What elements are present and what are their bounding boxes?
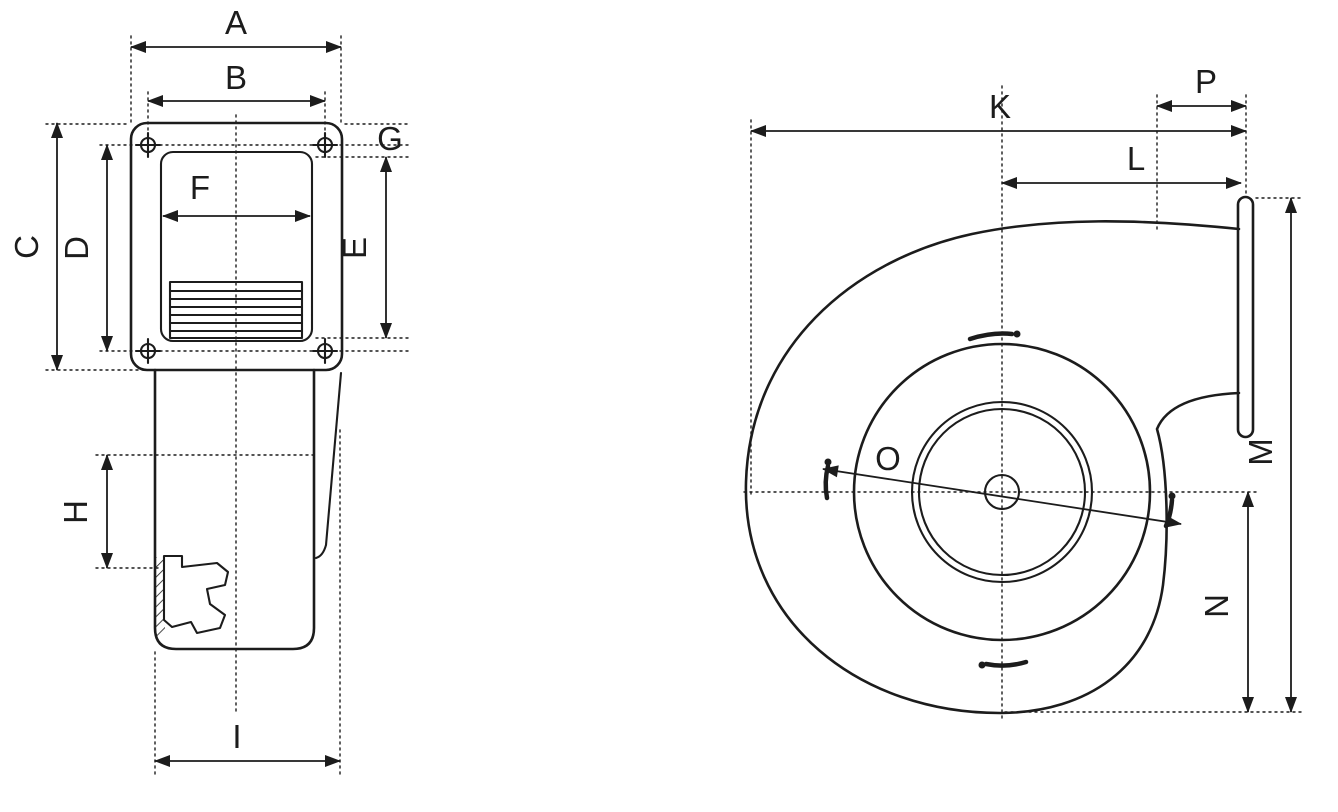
dim-b: B	[147, 59, 326, 107]
clip-dot	[824, 458, 832, 466]
dim-o: O	[822, 440, 1182, 528]
side-panel-edge	[314, 371, 343, 560]
vent-grille	[168, 280, 304, 340]
bolt-hole	[311, 131, 339, 159]
bracket-outline	[162, 554, 230, 635]
outlet-flange	[1236, 195, 1255, 439]
dim-label-b: B	[225, 59, 247, 96]
dim-label-a: A	[225, 4, 247, 41]
dim-h: H	[57, 454, 113, 569]
bolt-hole	[134, 337, 162, 365]
dim-label-p: P	[1195, 63, 1217, 100]
dim-p: P	[1156, 63, 1247, 112]
clip-left	[823, 463, 831, 501]
clip-dot	[978, 661, 986, 669]
dim-label-k: K	[989, 88, 1011, 125]
dim-m: M	[1242, 197, 1297, 713]
mounting-flange	[129, 121, 344, 372]
dim-label-o: O	[875, 440, 901, 477]
dim-label-m: M	[1242, 438, 1279, 466]
dim-l: L	[1001, 140, 1242, 189]
dim-g: G	[377, 120, 403, 157]
front-view: A B C D E F G H I	[8, 4, 411, 776]
dim-line-o	[822, 465, 1182, 528]
bolt-hole	[311, 337, 339, 365]
dim-c: C	[8, 122, 63, 371]
dim-k: K	[750, 88, 1247, 137]
clip-dot	[1168, 492, 1176, 500]
clip-bottom	[983, 659, 1029, 668]
dim-label-e: E	[336, 237, 373, 259]
bolt-hole	[134, 131, 162, 159]
dim-f: F	[162, 169, 311, 222]
grille-frame	[168, 280, 304, 340]
dim-label-l: L	[1127, 140, 1145, 177]
dim-d: D	[58, 144, 113, 352]
bracket-hatch	[155, 557, 165, 637]
flange-outer	[129, 121, 344, 372]
side-view: K P L M N O	[743, 63, 1303, 719]
dim-label-n: N	[1198, 594, 1235, 618]
dim-a: A	[130, 4, 342, 53]
dim-e: E	[336, 156, 392, 339]
dim-label-d: D	[58, 236, 95, 260]
clip-top	[967, 331, 1015, 342]
motor-bracket	[155, 554, 230, 637]
dim-label-f: F	[190, 169, 210, 206]
dim-label-c: C	[8, 235, 45, 259]
dim-n: N	[1198, 491, 1254, 713]
clip-dot	[1013, 330, 1021, 338]
inlet-opening	[159, 150, 314, 343]
dim-label-i: I	[232, 718, 241, 755]
dim-label-h: H	[57, 500, 94, 524]
dim-label-g: G	[377, 120, 403, 157]
dim-i: I	[154, 718, 341, 767]
